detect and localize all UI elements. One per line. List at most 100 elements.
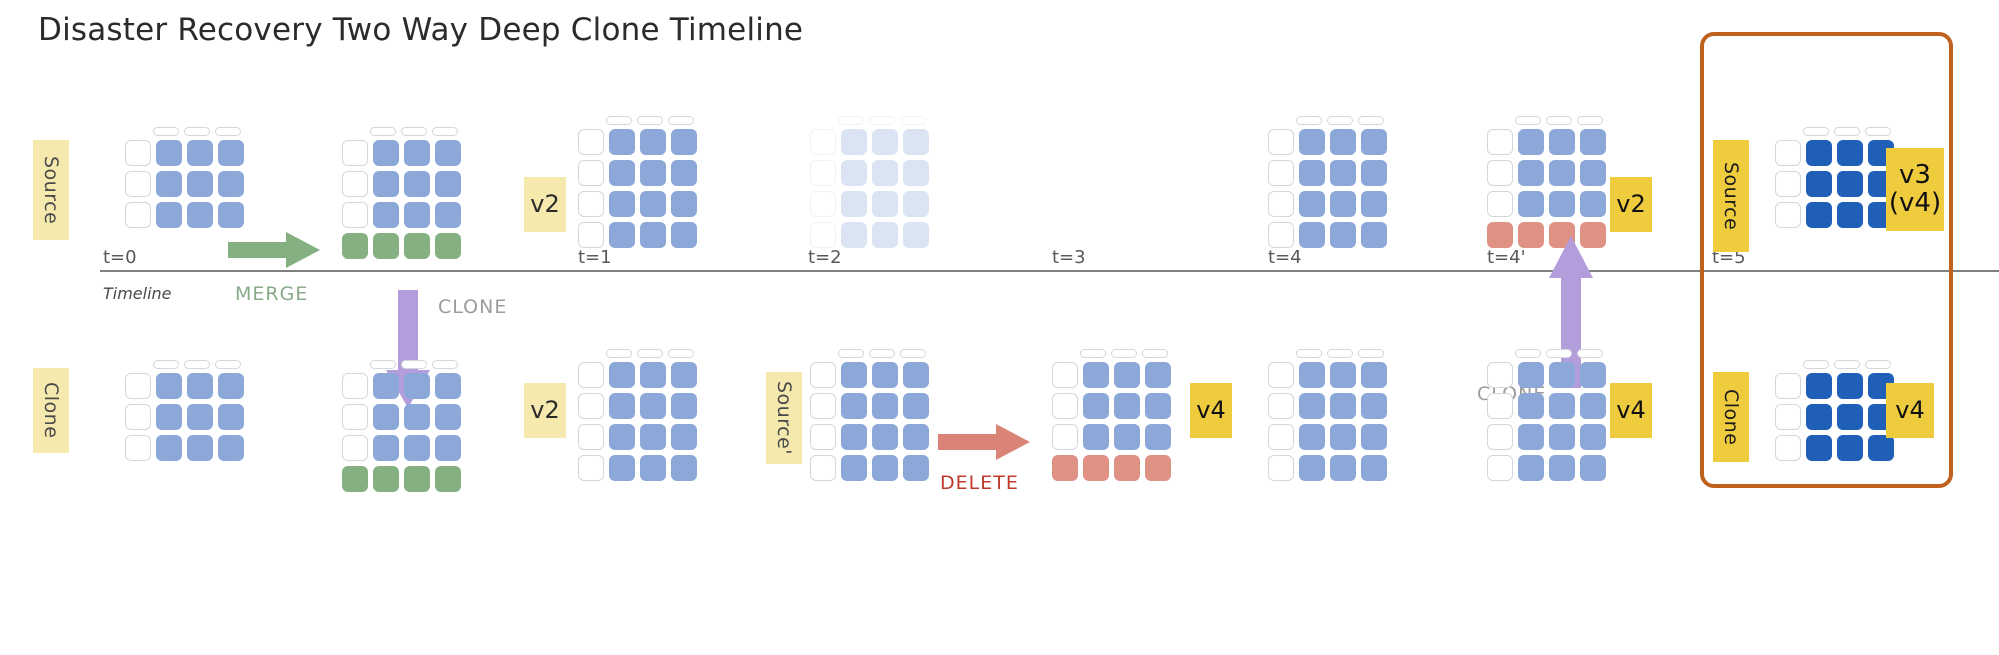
badge-v2-source-t4-prime: v2 bbox=[1610, 177, 1652, 232]
grid-cell-empty bbox=[1775, 435, 1801, 461]
grid-cell-blue bbox=[872, 160, 898, 186]
grid-cell-blue bbox=[373, 435, 399, 461]
column-pill bbox=[637, 349, 663, 358]
column-pill bbox=[900, 116, 926, 125]
grid-cell-blue bbox=[1549, 129, 1575, 155]
grid-cell-green bbox=[342, 466, 368, 492]
grid-clone-t4 bbox=[1268, 349, 1387, 486]
grid-cell-darkblue bbox=[1837, 202, 1863, 228]
grid-cell-blue bbox=[841, 424, 867, 450]
column-pill bbox=[1296, 349, 1322, 358]
grid-cell-blue bbox=[435, 171, 461, 197]
column-pill bbox=[1865, 360, 1891, 369]
grid-clone-t4-prime bbox=[1487, 349, 1606, 486]
column-pill bbox=[1515, 116, 1541, 125]
grid-cell-blue bbox=[1580, 455, 1606, 481]
grid-row bbox=[1268, 362, 1387, 388]
grid-cell-red bbox=[1114, 455, 1140, 481]
grid-cell-empty bbox=[125, 202, 151, 228]
column-pill bbox=[1327, 116, 1353, 125]
grid-row bbox=[1268, 424, 1387, 450]
grid-cell-blue bbox=[1361, 129, 1387, 155]
grid-cell-empty bbox=[125, 171, 151, 197]
grid-cell-blue bbox=[373, 404, 399, 430]
grid-row bbox=[1487, 362, 1606, 388]
column-pill bbox=[1142, 349, 1168, 358]
grid-cell-blue bbox=[903, 362, 929, 388]
grid-cell-blue bbox=[872, 222, 898, 248]
grid-row bbox=[125, 404, 244, 430]
grid-cell-blue bbox=[872, 393, 898, 419]
tick-t4-prime: t=4' bbox=[1487, 247, 1526, 268]
grid-cell-blue bbox=[435, 202, 461, 228]
grid-cell-blue bbox=[1330, 222, 1356, 248]
grid-cell-empty bbox=[1268, 222, 1294, 248]
grid-cell-green bbox=[435, 233, 461, 259]
grid-clone-t3 bbox=[1052, 349, 1171, 486]
grid-header-pills bbox=[838, 116, 929, 125]
grid-cell-blue bbox=[872, 129, 898, 155]
grid-row bbox=[342, 435, 461, 461]
grid-row bbox=[810, 191, 929, 217]
grid-cell-darkblue bbox=[1837, 373, 1863, 399]
grid-source-t0-merged bbox=[342, 127, 461, 264]
row-label-source-t5: Source bbox=[1713, 140, 1749, 252]
grid-cell-blue bbox=[640, 393, 666, 419]
grid-cell-blue bbox=[671, 424, 697, 450]
grid-cell-blue bbox=[435, 404, 461, 430]
grid-cell-blue bbox=[903, 129, 929, 155]
grid-cell-empty bbox=[810, 362, 836, 388]
grid-cell-blue bbox=[404, 171, 430, 197]
grid-cell-blue bbox=[435, 435, 461, 461]
grid-cell-blue bbox=[1330, 160, 1356, 186]
grid-header-pills bbox=[1515, 349, 1606, 358]
grid-cell-empty bbox=[1487, 362, 1513, 388]
grid-cell-empty bbox=[342, 171, 368, 197]
grid-cell-darkblue bbox=[1806, 202, 1832, 228]
grid-cell-blue bbox=[609, 129, 635, 155]
grid-cell-empty bbox=[810, 222, 836, 248]
grid-cell-blue bbox=[903, 160, 929, 186]
column-pill bbox=[153, 360, 179, 369]
column-pill bbox=[370, 127, 396, 136]
grid-cell-blue bbox=[1518, 129, 1544, 155]
grid-row bbox=[342, 202, 461, 228]
grid-cell-darkblue bbox=[1837, 404, 1863, 430]
grid-cell-empty bbox=[1268, 455, 1294, 481]
row-label-clone: Clone bbox=[33, 368, 69, 453]
grid-cell-blue bbox=[872, 191, 898, 217]
grid-cell-blue bbox=[903, 424, 929, 450]
grid-cell-blue bbox=[1299, 362, 1325, 388]
clone-up-arrow bbox=[1549, 236, 1593, 388]
grid-row bbox=[1052, 362, 1171, 388]
grid-cell-green bbox=[342, 233, 368, 259]
grid-source-t1 bbox=[578, 116, 697, 253]
grid-clone-t0 bbox=[125, 360, 244, 466]
grid-row bbox=[1268, 393, 1387, 419]
column-pill bbox=[900, 349, 926, 358]
grid-row bbox=[1487, 160, 1606, 186]
column-pill bbox=[1577, 349, 1603, 358]
column-pill bbox=[432, 127, 458, 136]
grid-cell-blue bbox=[1299, 424, 1325, 450]
grid-cell-blue bbox=[609, 424, 635, 450]
grid-cell-blue bbox=[671, 160, 697, 186]
grid-cell-blue bbox=[1114, 424, 1140, 450]
grid-cell-green bbox=[373, 233, 399, 259]
grid-cell-blue bbox=[841, 393, 867, 419]
grid-cell-blue bbox=[373, 202, 399, 228]
grid-cell-blue bbox=[609, 191, 635, 217]
grid-cell-empty bbox=[1775, 202, 1801, 228]
column-pill bbox=[1577, 116, 1603, 125]
grid-cell-empty bbox=[578, 191, 604, 217]
grid-source-t4 bbox=[1268, 116, 1387, 253]
grid-header-pills bbox=[1296, 349, 1387, 358]
grid-cell-blue bbox=[903, 455, 929, 481]
grid-cell-blue bbox=[156, 140, 182, 166]
grid-row bbox=[810, 424, 929, 450]
grid-row bbox=[1487, 129, 1606, 155]
badge-v3-v4-source-t5: v3 (v4) bbox=[1886, 148, 1944, 231]
grid-cell-blue bbox=[218, 404, 244, 430]
grid-cell-blue bbox=[187, 202, 213, 228]
grid-header-pills bbox=[1515, 116, 1606, 125]
